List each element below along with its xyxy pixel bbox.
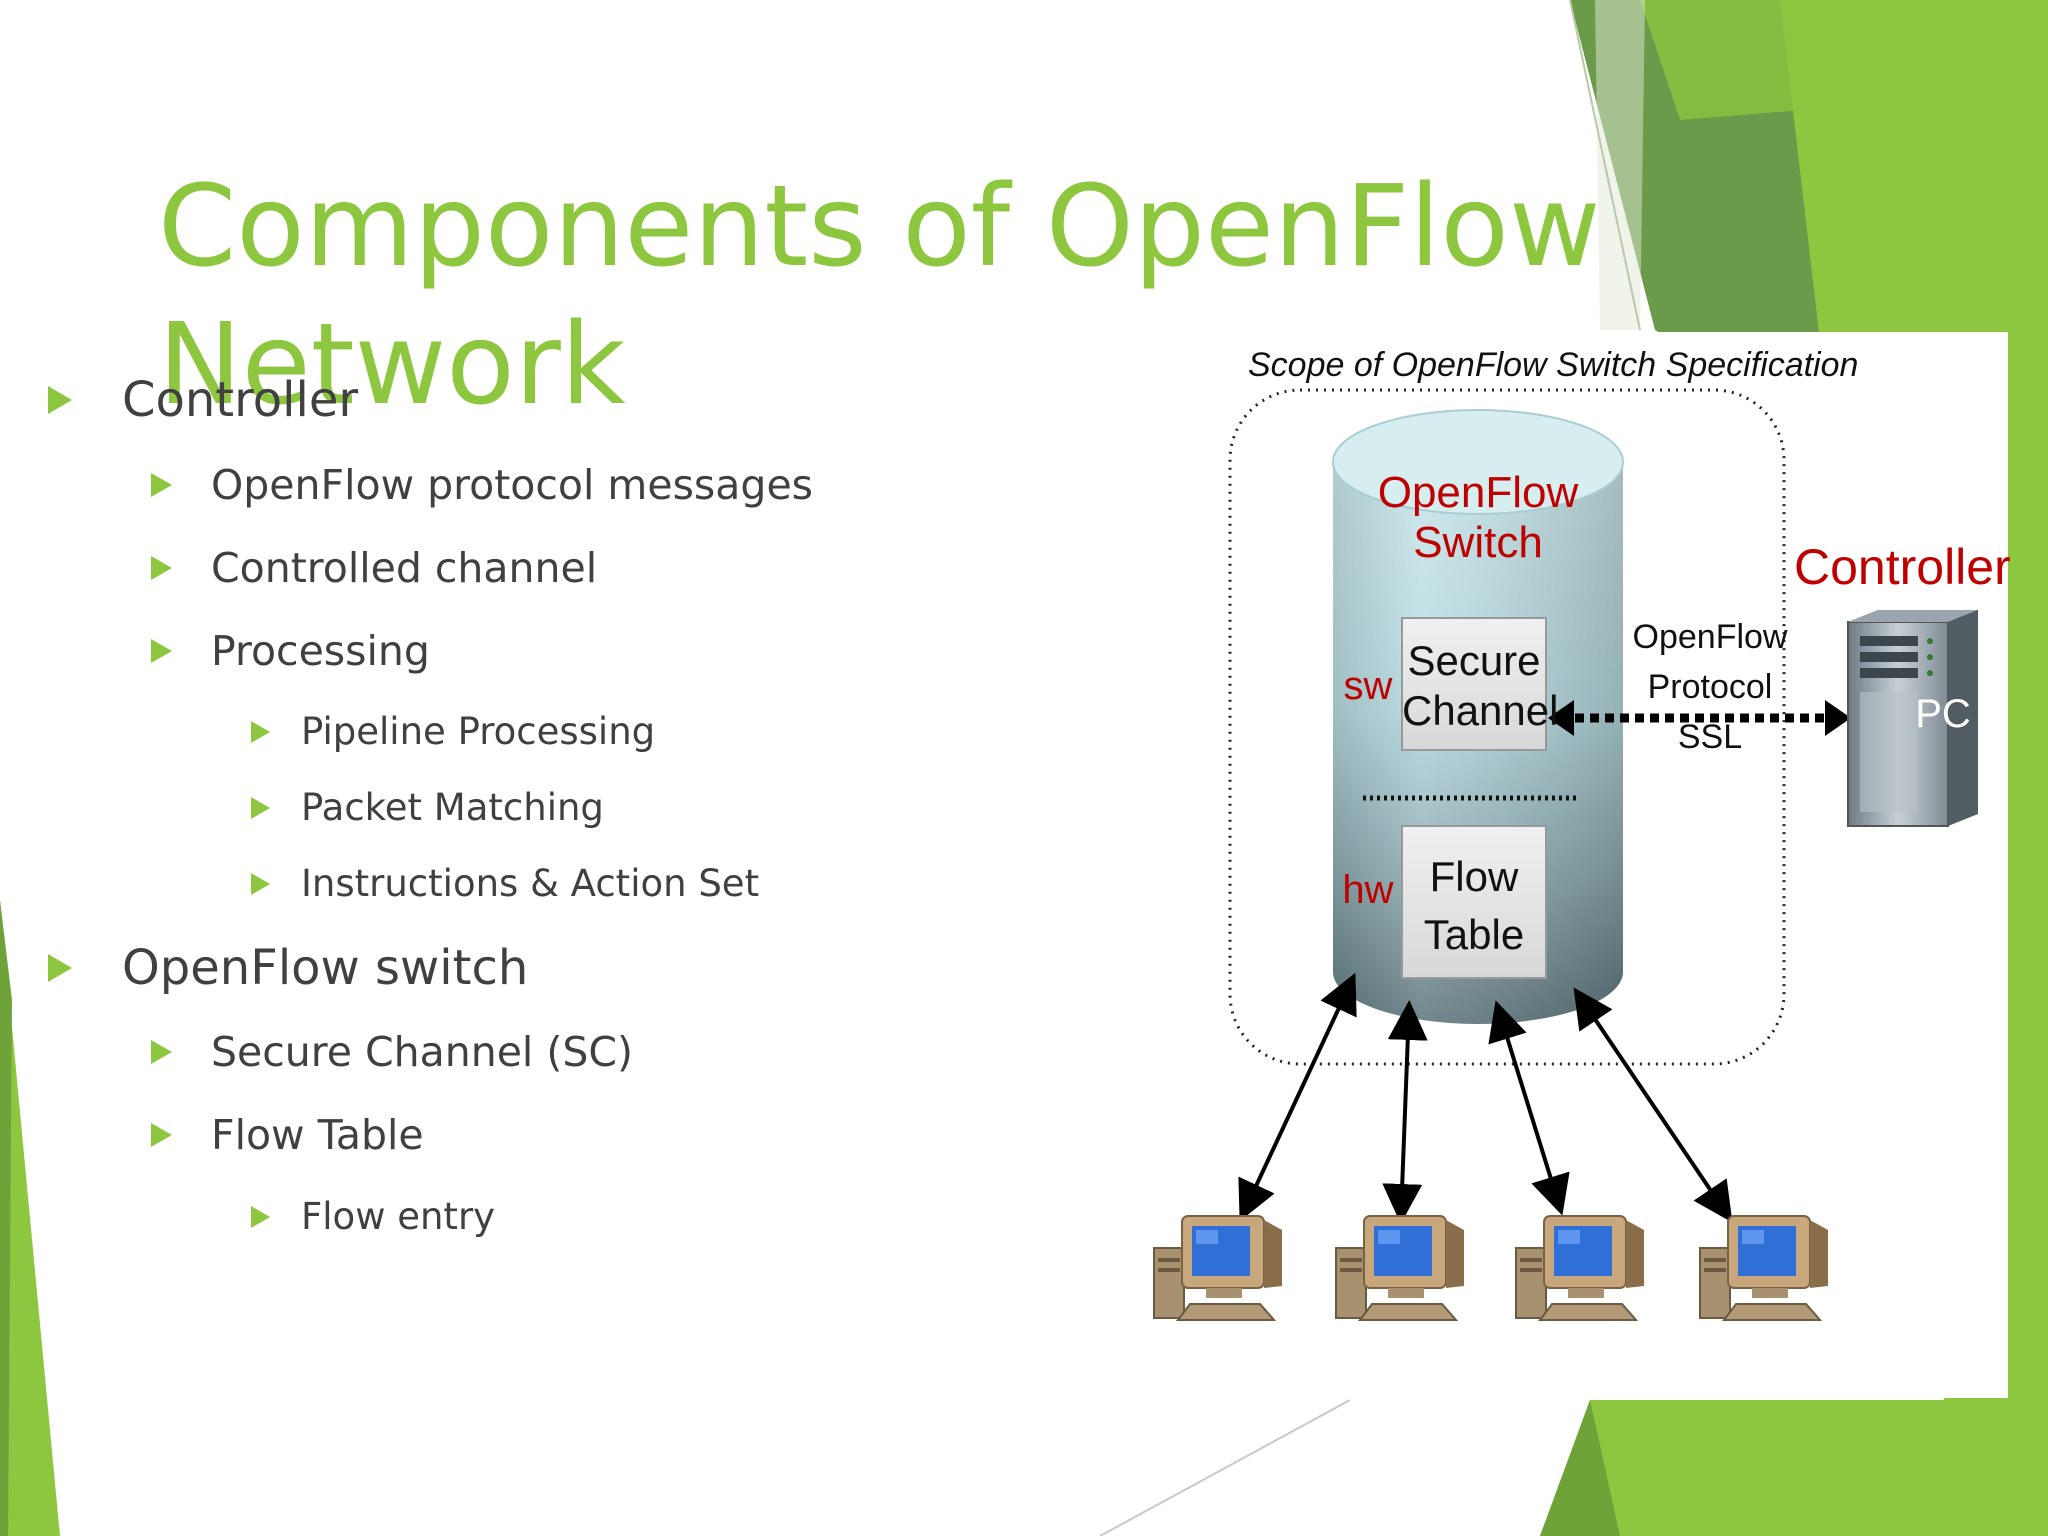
- protocol-label-line-2: Protocol: [1647, 668, 1773, 706]
- switch-label-line-2: Switch: [1413, 518, 1543, 567]
- bullet-text: Flow Table: [211, 1111, 424, 1159]
- secure-channel-label: Secure Channel: [1402, 636, 1559, 736]
- bullet-arrow-icon: [151, 1123, 172, 1147]
- bullet-arrow-icon: [151, 639, 172, 663]
- bullet-processing: Processing: [151, 627, 430, 675]
- host-link-1: [1238, 972, 1357, 1222]
- bullet-pipeline-processing: Pipeline Processing: [251, 710, 656, 753]
- deco-line-top: [1569, 0, 1641, 331]
- deco-line-bottom: [1099, 1399, 1351, 1536]
- bullet-flow-table: Flow Table: [151, 1111, 424, 1159]
- green-shape-bottom-dark: [1540, 1400, 1620, 1536]
- host-link-2: [1382, 1000, 1428, 1224]
- bullet-arrow-icon: [251, 720, 270, 743]
- bullet-arrow-icon: [151, 556, 172, 580]
- host-link-4: [1573, 987, 1733, 1223]
- bullet-flow-entry: Flow entry: [251, 1195, 496, 1238]
- bullet-text: OpenFlow protocol messages: [211, 461, 814, 509]
- flow-table-label-line-1: Flow: [1429, 853, 1519, 900]
- switch-label: OpenFlow Switch: [1368, 468, 1588, 568]
- pc-label: PC: [1915, 692, 1971, 736]
- openflow-diagram: Scope of OpenFlow Switch Specification O…: [1108, 332, 2011, 1398]
- protocol-arrowhead-left: [1548, 700, 1574, 736]
- flow-table-label: Flow Table: [1402, 848, 1546, 964]
- secure-channel-label-line-1: Secure: [1407, 637, 1541, 684]
- bullet-text: Secure Channel (SC): [211, 1028, 633, 1076]
- secure-channel-label-line-2: Channel: [1402, 687, 1559, 734]
- bullet-arrow-icon: [251, 796, 270, 819]
- bullet-arrow-icon: [48, 954, 72, 982]
- host-link-3: [1488, 1000, 1570, 1216]
- bullet-packet-matching: Packet Matching: [251, 786, 604, 829]
- bullet-arrow-icon: [151, 1040, 172, 1064]
- flow-table-box: [1401, 825, 1547, 979]
- bullet-text: OpenFlow switch: [122, 940, 529, 996]
- slide-title-line-1: Components of OpenFlow: [158, 162, 1601, 292]
- green-shape-left-dark: [0, 900, 12, 1536]
- scope-label: Scope of OpenFlow Switch Specification: [1248, 346, 1859, 384]
- bullet-text: Instructions & Action Set: [301, 862, 760, 905]
- secure-channel-box: [1401, 617, 1547, 751]
- protocol-label-line-1: OpenFlow: [1632, 618, 1788, 656]
- switch-label-line-1: OpenFlow: [1377, 468, 1579, 517]
- bullet-secure-channel-sc: Secure Channel (SC): [151, 1028, 633, 1076]
- controller-server-icon: [1847, 610, 1978, 827]
- bullet-arrow-icon: [48, 386, 72, 414]
- bullet-openflow-switch: OpenFlow switch: [48, 940, 529, 996]
- bullet-arrow-icon: [151, 473, 172, 497]
- hw-label: hw: [1342, 868, 1394, 912]
- bullet-controlled-channel: Controlled channel: [151, 544, 598, 592]
- slide-title: Components of OpenFlow Network: [158, 158, 1601, 434]
- bullet-text: Processing: [211, 627, 430, 675]
- bullet-text: Packet Matching: [301, 786, 604, 829]
- controller-label: Controller: [1794, 539, 2011, 595]
- bullet-text: Pipeline Processing: [301, 710, 656, 753]
- bullet-text: Controller: [122, 372, 359, 428]
- bullet-openflow-protocol-messages: OpenFlow protocol messages: [151, 461, 814, 509]
- bullet-instructions-action-set: Instructions & Action Set: [251, 862, 760, 905]
- green-shape-left: [0, 900, 60, 1536]
- protocol-label-line-3: SSL: [1677, 718, 1743, 756]
- bullet-controller: Controller: [48, 372, 359, 428]
- green-shape-bottom: [1540, 1400, 2048, 1536]
- protocol-arrowhead-right: [1825, 700, 1851, 736]
- switch-cylinder-top: [1332, 409, 1624, 515]
- bullet-arrow-icon: [251, 1205, 270, 1228]
- bullet-arrow-icon: [251, 872, 270, 895]
- protocol-label: OpenFlow Protocol SSL: [1620, 612, 1800, 762]
- diagram-graphics: [1228, 388, 1978, 1224]
- slide-title-line-2: Network: [158, 300, 626, 430]
- bullet-text: Flow entry: [301, 1195, 496, 1238]
- green-shape-top-sliver: [1595, 0, 1645, 330]
- flow-table-label-line-2: Table: [1423, 911, 1525, 958]
- sw-label: sw: [1343, 664, 1393, 708]
- bullet-text: Controlled channel: [211, 544, 598, 592]
